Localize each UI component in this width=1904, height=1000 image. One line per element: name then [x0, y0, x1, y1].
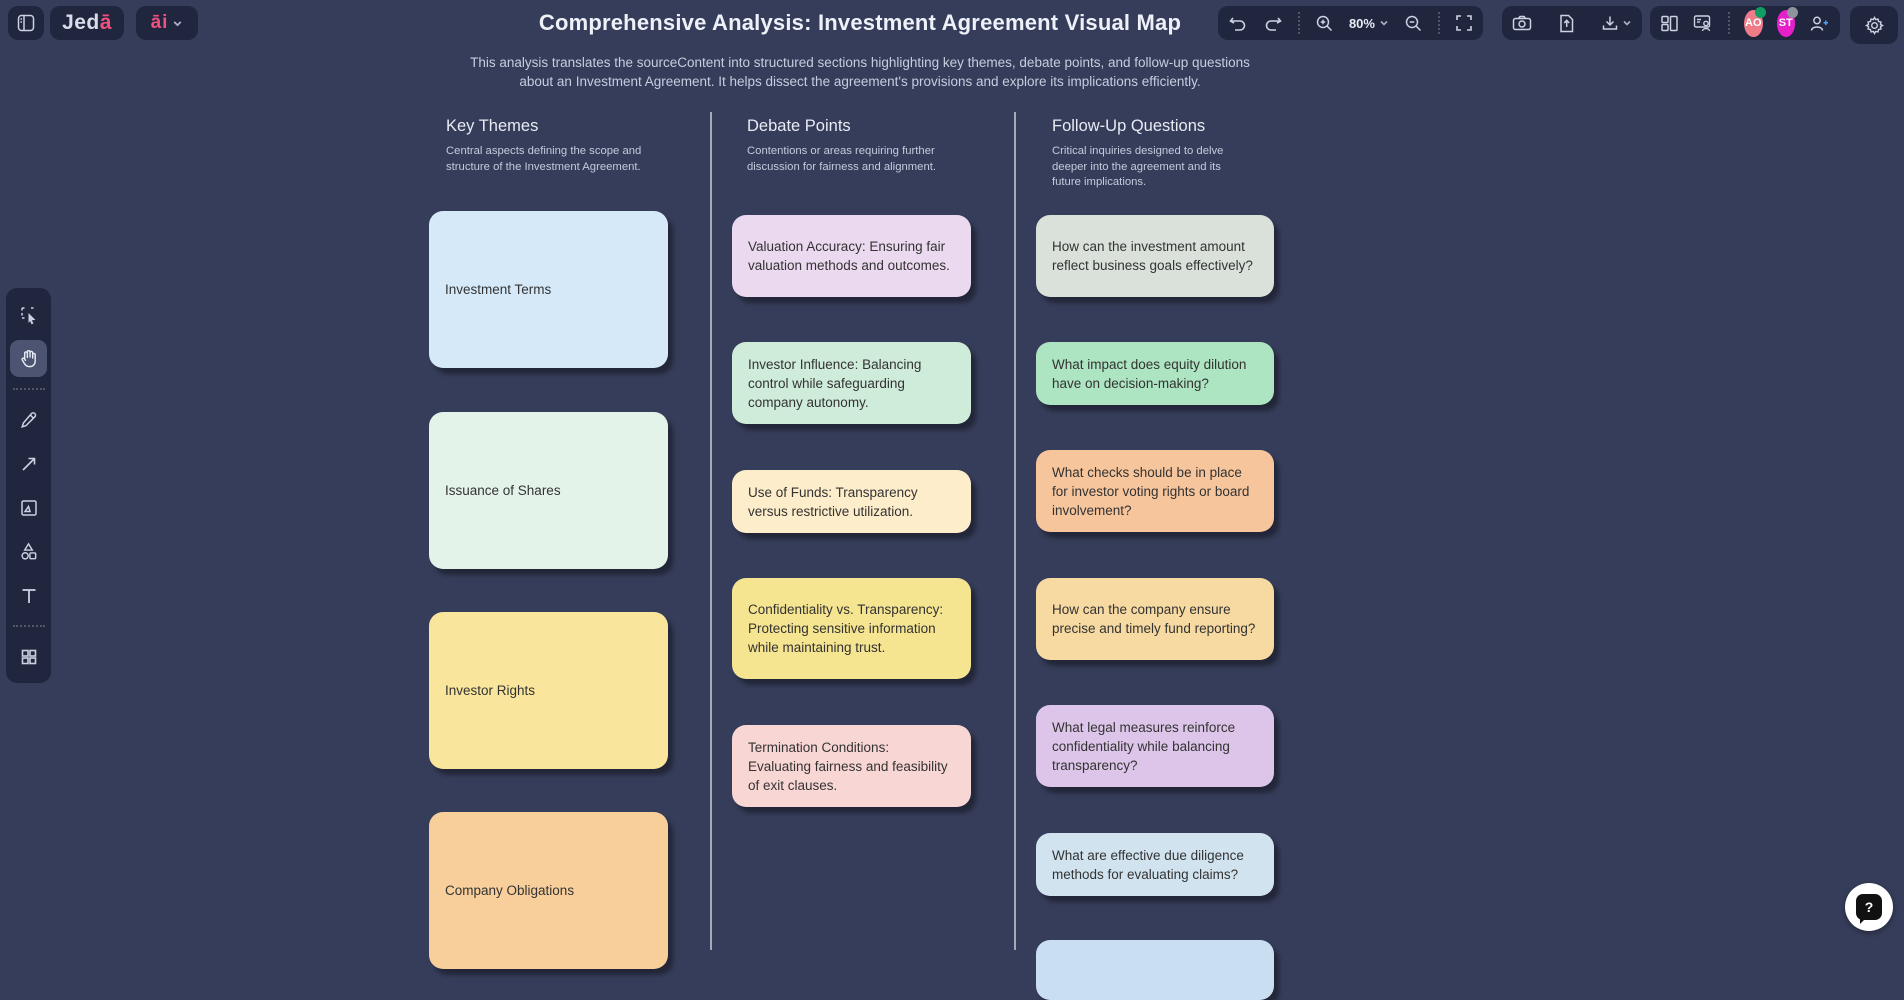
- column-divider: [1014, 112, 1016, 950]
- collaboration-toolbar: AO ST: [1650, 6, 1840, 40]
- screenshot-camera-button[interactable]: [1512, 14, 1532, 32]
- image-tool[interactable]: [10, 489, 47, 526]
- text-tool[interactable]: [10, 577, 47, 614]
- sticky-note[interactable]: How can the company ensure precise and t…: [1036, 578, 1274, 660]
- sticky-note[interactable]: Valuation Accuracy: Ensuring fair valuat…: [732, 215, 971, 297]
- sticky-note[interactable]: Issuance of Shares: [429, 412, 668, 569]
- rail-divider: [12, 388, 45, 390]
- chevron-down-icon: [1380, 20, 1388, 26]
- column-title-debate-points: Debate Points: [747, 117, 851, 135]
- download-menu-button[interactable]: [1601, 14, 1632, 32]
- zoom-level-dropdown[interactable]: 80%: [1349, 16, 1389, 31]
- column-description: Contentions or areas requiring further d…: [747, 145, 937, 173]
- chevron-down-icon: [172, 18, 183, 29]
- column-title-key-themes: Key Themes: [446, 117, 539, 135]
- toolbar-divider: [1728, 12, 1730, 34]
- help-button[interactable]: ?: [1845, 883, 1893, 931]
- chevron-down-icon: [1623, 20, 1631, 26]
- history-zoom-toolbar: 80%: [1218, 6, 1483, 40]
- sticky-note[interactable]: Use of Funds: Transparency versus restri…: [732, 470, 971, 533]
- present-button[interactable]: [1693, 14, 1714, 33]
- templates-tool[interactable]: [10, 638, 47, 675]
- settings-button[interactable]: [1850, 6, 1898, 44]
- page-subtitle: This analysis translates the sourceConte…: [470, 55, 1250, 89]
- sticky-note[interactable]: Investment Terms: [429, 211, 668, 368]
- avatar[interactable]: AO: [1744, 6, 1766, 37]
- toolbar-divider: [1437, 12, 1440, 34]
- tool-rail: [6, 288, 51, 683]
- pen-tool[interactable]: [10, 401, 47, 438]
- gear-icon: [1864, 15, 1885, 36]
- sticky-note[interactable]: What checks should be in place for inves…: [1036, 450, 1274, 532]
- capture-export-toolbar: [1502, 6, 1642, 40]
- page-title: Comprehensive Analysis: Investment Agree…: [538, 10, 1182, 35]
- sticky-note[interactable]: Company Obligations: [429, 812, 668, 969]
- avatar[interactable]: ST: [1776, 6, 1798, 37]
- zoom-in-button[interactable]: [1315, 14, 1334, 33]
- sticky-note[interactable]: Investor Rights: [429, 612, 668, 769]
- sidebar-panel-icon: [16, 13, 36, 33]
- invite-user-button[interactable]: [1809, 14, 1830, 33]
- select-tool[interactable]: [10, 296, 47, 333]
- column-description: Critical inquiries designed to delve dee…: [1052, 145, 1224, 188]
- sidebar-toggle-button[interactable]: [8, 6, 44, 40]
- sticky-note[interactable]: [1036, 940, 1274, 1000]
- undo-button[interactable]: [1228, 14, 1248, 32]
- status-dot: [1754, 6, 1766, 18]
- export-file-button[interactable]: [1558, 14, 1575, 33]
- column-description: Central aspects defining the scope and s…: [446, 145, 642, 173]
- fit-screen-button[interactable]: [1455, 14, 1473, 32]
- help-icon: ?: [1856, 894, 1882, 924]
- sticky-note[interactable]: How can the investment amount reflect bu…: [1036, 215, 1274, 297]
- shapes-tool[interactable]: [10, 533, 47, 570]
- sticky-note[interactable]: What legal measures reinforce confidenti…: [1036, 705, 1274, 787]
- rail-divider: [12, 625, 45, 627]
- sticky-note[interactable]: What are effective due diligence methods…: [1036, 833, 1274, 896]
- zoom-out-button[interactable]: [1404, 14, 1423, 33]
- jeda-logo: Jedā: [62, 11, 112, 34]
- connector-arrow-tool[interactable]: [10, 445, 47, 482]
- sticky-note[interactable]: Termination Conditions: Evaluating fairn…: [732, 725, 971, 807]
- status-dot: [1787, 6, 1798, 18]
- sticky-note[interactable]: Confidentiality vs. Transparency: Protec…: [732, 578, 971, 679]
- redo-button[interactable]: [1263, 14, 1283, 32]
- jeda-logo-button[interactable]: Jedā: [50, 6, 124, 40]
- board-panels-button[interactable]: [1660, 14, 1679, 33]
- toolbar-divider: [1297, 12, 1300, 34]
- column-divider: [710, 112, 712, 950]
- column-title-follow-up-questions: Follow-Up Questions: [1052, 117, 1206, 135]
- sticky-note[interactable]: What impact does equity dilution have on…: [1036, 342, 1274, 405]
- sticky-note[interactable]: Investor Influence: Balancing control wh…: [732, 342, 971, 424]
- ai-menu-button[interactable]: āi: [136, 6, 198, 40]
- hand-tool[interactable]: [10, 340, 47, 377]
